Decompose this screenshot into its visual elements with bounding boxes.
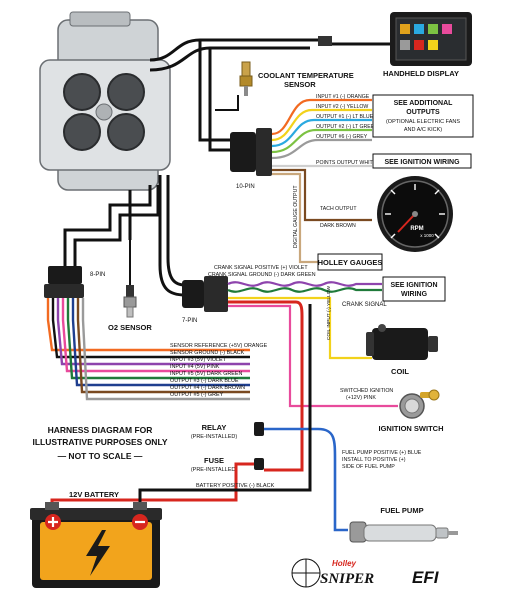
wire-label-coil-input: COIL INPUT (-) YELLOW: [326, 286, 332, 340]
wire-label-switched-ign-1: SWITCHED IGNITION: [340, 388, 393, 394]
coolant-label-line1: COOLANT TEMPERATURE: [258, 71, 354, 80]
harness-note-line1: HARNESS DIAGRAM FOR: [48, 425, 153, 435]
wire-label-fuel-pump-pos-3: SIDE OF FUEL PUMP: [342, 464, 395, 470]
outputs-box-line2: OUTPUTS: [406, 109, 440, 116]
wire-label-battery-pos: BATTERY POSITIVE (-) BLACK: [196, 483, 275, 489]
handheld-display: [390, 12, 472, 66]
outputs-box-line4: AND A/C KICK): [404, 127, 442, 133]
battery: [30, 502, 162, 588]
wire-label-fuel-pump-pos-1: FUEL PUMP POSITIVE (+) BLUE: [342, 450, 422, 456]
eight-pin-label: 8-PIN: [90, 272, 105, 278]
outputs-box-line3: (OPTIONAL ELECTRIC FANS: [386, 119, 460, 125]
wire-label-crank-gnd: CRANK SIGNAL GROUND (-) DARK GREEN: [208, 272, 316, 278]
fuel-pump-label: FUEL PUMP: [380, 506, 423, 515]
wire-label-input5: INPUT #5 (5V) DARK GREEN: [170, 371, 242, 377]
holley-gauges-box: HOLLEY GAUGES: [317, 253, 383, 271]
see-ignition-wiring-mid-box: SEE IGNITION WIRING: [382, 276, 446, 302]
wire-label-crank-signal: CRANK SIGNAL: [342, 302, 387, 308]
output-wires: [271, 98, 372, 264]
fuel-pump: [349, 521, 458, 543]
brand-holley: Holley: [332, 559, 357, 568]
fuse-sub-label: (PRE-INSTALLED): [191, 467, 238, 473]
coolant-label-line2: SENSOR: [284, 80, 316, 89]
harness-note: HARNESS DIAGRAM FOR ILLUSTRATIVE PURPOSE…: [32, 425, 167, 461]
wire-label-output6: OUTPUT #6 (-) GREY: [316, 134, 368, 140]
throttle-body: [39, 11, 171, 191]
brand-efi: EFI: [412, 568, 440, 587]
coolant-temp-sensor: [239, 61, 253, 96]
wire-label-sensor-ref: SENSOR REFERENCE (+5V) ORANGE: [170, 343, 268, 349]
brand-sniper: SNIPER: [320, 571, 374, 587]
o2-sensor-label: O2 SENSOR: [108, 323, 152, 332]
see-ignition-wiring-top-box: SEE IGNITION WIRING: [372, 153, 472, 169]
wire-label-digital-gauge: DIGITAL GAUGE OUTPUT: [293, 185, 299, 248]
wire-label-output1: OUTPUT #1 (-) LT BLUE: [316, 114, 374, 120]
ignition-wiring-mid-line2: WIRING: [401, 291, 428, 298]
wire-label-sensor-gnd: SENSOR GROUND (-) BLACK: [170, 350, 245, 356]
o2-sensor: [123, 285, 137, 318]
connector-10-pin: [230, 128, 272, 176]
fuse-label: FUSE: [204, 456, 224, 465]
ten-pin-label: 10-PIN: [236, 184, 255, 190]
sniper-efi-logo: Holley SNIPER EFI: [291, 558, 440, 588]
holley-gauges-label: HOLLEY GAUGES: [318, 258, 383, 267]
wire-label-output3: OUTPUT #3 (-) DARK BLUE: [170, 378, 239, 384]
wire-label-points-output: POINTS OUTPUT WHITE: [316, 160, 377, 166]
outputs-box-line1: SEE ADDITIONAL: [394, 100, 454, 107]
relay-sub-label: (PRE-INSTALLED): [191, 434, 238, 440]
connector-7-pin: [182, 276, 228, 312]
wire-label-input4: INPUT #4 (5V) PINK: [170, 364, 220, 370]
wire-label-output5: OUTPUT #5 (-) GREY: [170, 392, 224, 398]
see-additional-outputs-box: SEE ADDITIONAL OUTPUTS (OPTIONAL ELECTRI…: [372, 94, 474, 138]
wire-label-tach-output: TACH OUTPUT: [320, 206, 357, 212]
harness-note-line2: ILLUSTRATIVE PURPOSES ONLY: [32, 437, 167, 447]
crank-signal-wires: [227, 281, 382, 293]
wire-label-fuel-pump-pos-2: INSTALL TO POSITIVE (+): [342, 457, 406, 463]
ignition-switch: [399, 389, 440, 419]
tachometer-gauge: [377, 176, 453, 252]
relay: [254, 422, 264, 436]
wire-label-switched-ign-2: (+12V) PINK: [346, 395, 376, 401]
harness-note-line3: — NOT TO SCALE —: [58, 451, 143, 461]
relay-label: RELAY: [202, 423, 227, 432]
eight-pin-wires: [46, 298, 250, 401]
ignition-wiring-mid-line1: SEE IGNITION: [390, 282, 437, 289]
connector-8-pin: [44, 266, 84, 298]
ignition-coil: [366, 324, 438, 360]
fuse: [254, 458, 264, 470]
wire-label-input3: INPUT #3 (5V) VIOLET: [170, 357, 227, 363]
wire-label-output4: OUTPUT #4 (-) DARK BROWN: [170, 385, 245, 391]
wire-label-input2: INPUT #2 (-) YELLOW: [316, 104, 368, 110]
wire-label-dark-brown: DARK BROWN: [320, 223, 356, 229]
rpm-label: RPM: [410, 226, 423, 232]
seven-pin-label: 7-PIN: [182, 318, 197, 324]
coil-label: COIL: [391, 367, 409, 376]
handheld-display-label: HANDHELD DISPLAY: [383, 69, 459, 78]
wire-label-crank-pos: CRANK SIGNAL POSITIVE (+) VIOLET: [214, 265, 308, 271]
ignition-wiring-top-label: SEE IGNITION WIRING: [384, 159, 460, 166]
ignition-switch-label: IGNITION SWITCH: [379, 424, 444, 433]
rpm-multiplier: x 1000: [420, 233, 434, 238]
battery-label: 12V BATTERY: [69, 490, 119, 499]
lightning-bolt-icon: [86, 530, 110, 576]
main-harness-wires: [63, 38, 310, 297]
wire-label-input1: INPUT #1 (-) ORANGE: [316, 94, 370, 100]
wire-label-output2: OUTPUT #2 (-) LT GREEN: [316, 124, 378, 130]
